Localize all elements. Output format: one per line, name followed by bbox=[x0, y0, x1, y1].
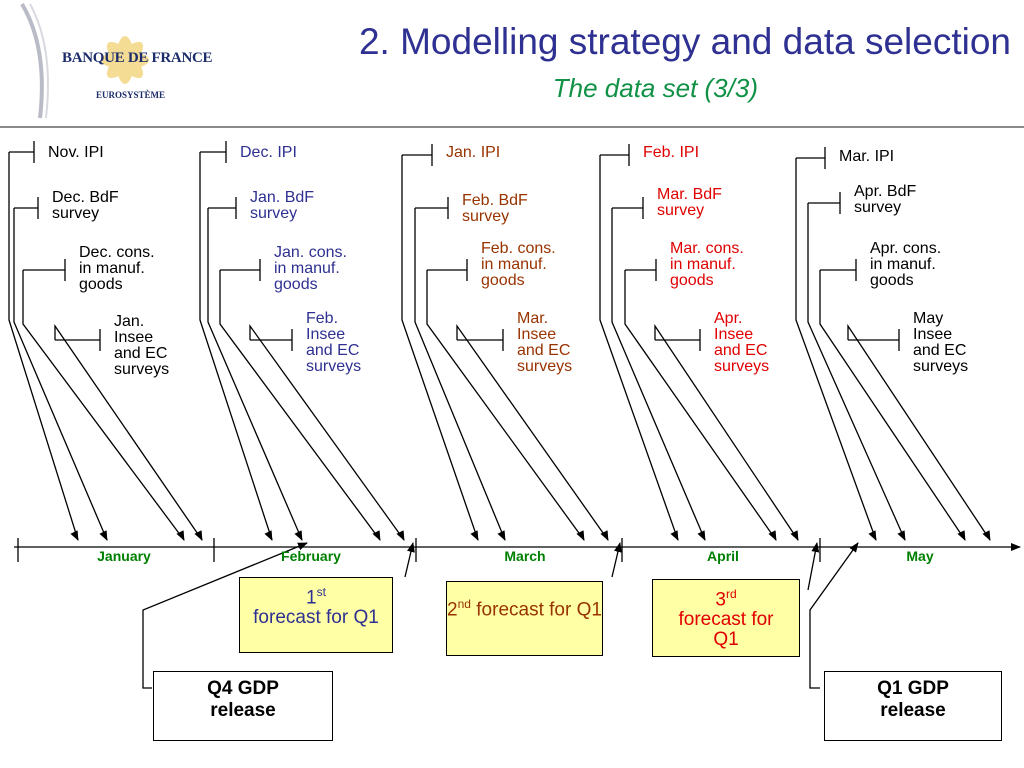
arrow-head-stub bbox=[70, 530, 79, 541]
label-bdf: Jan. BdF survey bbox=[250, 189, 315, 222]
forecast-text: forecast for Q1 bbox=[678, 609, 774, 651]
release-arrow bbox=[795, 158, 877, 541]
label-cons: Dec. cons. in manuf. goods bbox=[79, 244, 155, 293]
forecast-pointer bbox=[807, 542, 820, 591]
release-arrow bbox=[207, 208, 303, 541]
release-arrow bbox=[401, 155, 479, 541]
label-cons: Jan. cons. in manuf. goods bbox=[274, 244, 347, 293]
forecast-number: 2 bbox=[447, 599, 458, 621]
forecast-text: forecast for Q1 bbox=[253, 607, 379, 629]
q1-release-pointer bbox=[809, 542, 859, 689]
arrow-head-stub bbox=[576, 530, 585, 541]
label-cons: Feb. cons. in manuf. goods bbox=[481, 240, 556, 289]
month-march: March bbox=[504, 548, 546, 564]
forecast-box-2: 2nd forecast for Q1 bbox=[446, 581, 603, 656]
arrow-head-stub bbox=[470, 530, 479, 541]
forecast-suffix: rd bbox=[725, 587, 737, 601]
arrow-head-stub bbox=[600, 530, 609, 541]
arrow-head-stub bbox=[790, 530, 799, 541]
forecast-pointer bbox=[611, 542, 622, 578]
arrow-head-stub bbox=[897, 530, 906, 541]
label-insee: Mar. Insee and EC surveys bbox=[517, 310, 573, 375]
label-bdf: Feb. BdF survey bbox=[462, 192, 528, 225]
arrow-head-stub bbox=[768, 530, 777, 541]
arrow-head-stub bbox=[957, 530, 966, 541]
release-arrow bbox=[807, 203, 906, 541]
release-arrow bbox=[249, 323, 405, 541]
release-arrow bbox=[426, 270, 585, 541]
arrow-head-stub bbox=[497, 530, 506, 541]
release-arrow bbox=[414, 208, 506, 541]
month-april: April bbox=[707, 548, 739, 564]
label-insee: May Insee and EC surveys bbox=[913, 310, 969, 375]
release-arrow bbox=[8, 152, 79, 541]
month-may: May bbox=[906, 548, 934, 564]
arrow-head-stub bbox=[194, 530, 203, 541]
logo-swoosh-icon bbox=[20, 2, 149, 119]
page-subtitle: The data set (3/3) bbox=[552, 73, 758, 103]
arrow-head-stub bbox=[396, 530, 405, 541]
label-insee: Jan. Insee and EC surveys bbox=[114, 313, 170, 378]
release-arrow bbox=[654, 323, 799, 541]
month-february: February bbox=[281, 548, 341, 564]
forecast-text: forecast for Q1 bbox=[476, 599, 602, 621]
arrow-head-stub bbox=[294, 530, 303, 541]
header-divider bbox=[0, 126, 1024, 128]
release-arrow bbox=[611, 208, 706, 541]
label-ipi: Feb. IPI bbox=[643, 144, 700, 161]
label-bdf: Mar. BdF survey bbox=[657, 186, 722, 219]
label-ipi: Dec. IPI bbox=[240, 144, 297, 161]
label-bdf: Apr. BdF survey bbox=[854, 183, 917, 216]
label-bdf: Dec. BdF survey bbox=[52, 189, 119, 222]
forecast-pointer bbox=[404, 542, 415, 578]
arrow-head-stub bbox=[868, 530, 877, 541]
arrow-head-stub bbox=[982, 530, 991, 541]
label-insee: Feb. Insee and EC surveys bbox=[306, 310, 362, 375]
release-arrow bbox=[847, 323, 991, 541]
release-arrow bbox=[54, 323, 203, 541]
logo-tagline: EUROSYSTÈME bbox=[96, 90, 166, 100]
label-ipi: Nov. IPI bbox=[48, 144, 104, 161]
forecast-number: 3 bbox=[715, 589, 726, 611]
q4-gdp-release-box: Q4 GDP release bbox=[153, 671, 333, 741]
logo: BANQUE DE FRANCE EUROSYSTÈME bbox=[0, 0, 213, 120]
label-ipi: Jan. IPI bbox=[446, 144, 501, 161]
q1-gdp-release-box: Q1 GDP release bbox=[824, 671, 1002, 741]
release-arrow bbox=[219, 270, 381, 541]
label-cons: Mar. cons. in manuf. goods bbox=[670, 240, 744, 289]
arrow-head-stub bbox=[176, 530, 185, 541]
forecast-box-1: 1st forecast for Q1 bbox=[239, 577, 393, 653]
label-ipi: Mar. IPI bbox=[839, 148, 895, 165]
release-arrow bbox=[13, 208, 108, 541]
q4-release-pointer bbox=[142, 542, 308, 689]
release-text: Q4 GDP release bbox=[207, 678, 279, 721]
label-insee: Apr. Insee and EC surveys bbox=[714, 310, 770, 375]
release-text: Q1 GDP release bbox=[877, 678, 949, 721]
release-arrow bbox=[456, 323, 609, 541]
label-cons: Apr. cons. in manuf. goods bbox=[870, 240, 942, 289]
forecast-suffix: nd bbox=[457, 597, 471, 611]
forecast-box-3: 3rd forecast for Q1 bbox=[652, 579, 800, 657]
arrow-head-stub bbox=[670, 530, 679, 541]
release-arrow bbox=[22, 270, 185, 541]
release-arrow bbox=[819, 270, 966, 541]
arrow-head-stub bbox=[99, 530, 108, 541]
release-arrow bbox=[599, 155, 679, 541]
page-title: 2. Modelling strategy and data selection bbox=[358, 21, 1011, 62]
forecast-suffix: st bbox=[316, 585, 326, 599]
month-january: January bbox=[97, 548, 151, 564]
release-arrow bbox=[199, 152, 273, 541]
arrow-head-stub bbox=[264, 530, 273, 541]
logo-name: BANQUE DE FRANCE bbox=[62, 50, 213, 66]
arrow-head-stub bbox=[697, 530, 706, 541]
forecast-number: 1 bbox=[306, 587, 317, 609]
release-arrow bbox=[624, 270, 777, 541]
arrow-head-stub bbox=[372, 530, 381, 541]
